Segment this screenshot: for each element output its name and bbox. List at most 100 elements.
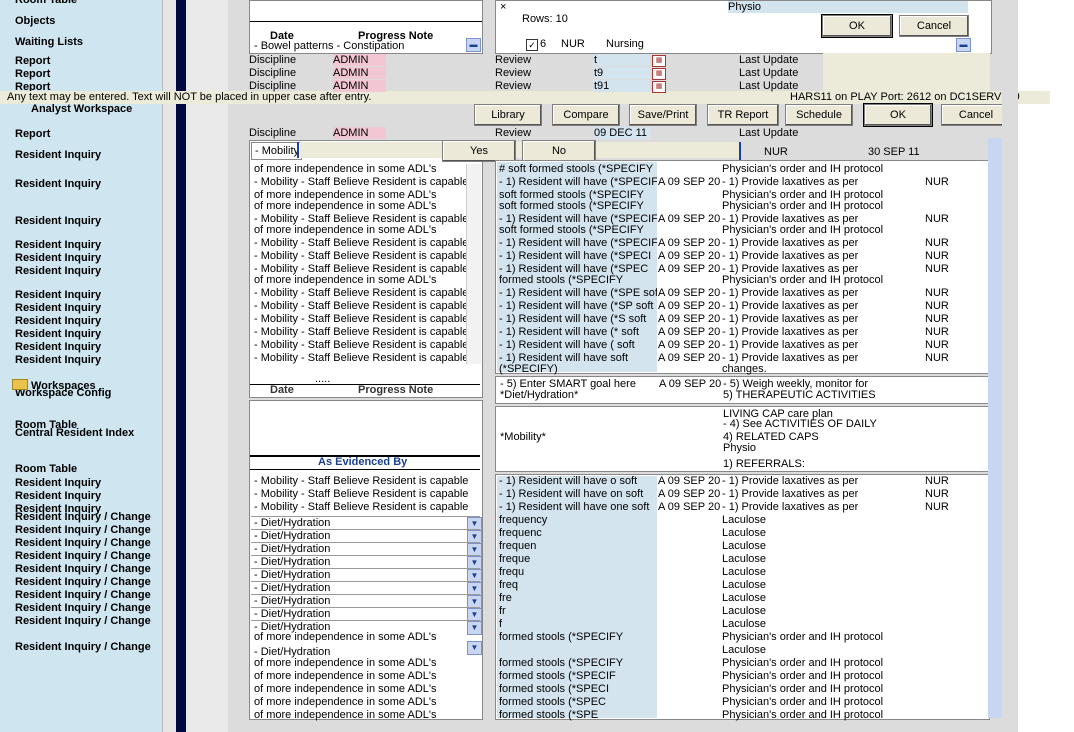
intervention-text[interactable]: - 1) Provide laxatives as per (722, 339, 859, 351)
sidebar-item[interactable]: Resident Inquiry (15, 215, 102, 227)
sidebar-item[interactable]: Room Table (15, 419, 78, 431)
list-item[interactable]: of more independence in some ADL's (254, 163, 437, 175)
goal-text[interactable]: freq (499, 579, 518, 591)
calendar-icon[interactable]: ▦ (652, 55, 666, 67)
sidebar-item[interactable]: Objects (15, 15, 56, 27)
sidebar-item[interactable]: Resident Inquiry (15, 178, 102, 190)
list-item[interactable]: of more independence in some ADL's (254, 224, 437, 236)
toolbar-cancel-button[interactable]: Cancel (941, 104, 1011, 126)
intervention-text[interactable]: Laculose (722, 579, 767, 591)
list-item[interactable]: - Diet/Hydration (254, 646, 331, 658)
list-item[interactable]: - Mobility - Staff Believe Resident is c… (254, 488, 469, 500)
goal-text[interactable]: formed stools (*SPE (499, 709, 599, 721)
intervention-text[interactable]: Physician's order and IH protocol (722, 224, 884, 236)
smart-intervention[interactable]: - 5) Weigh weekly, monitor for (723, 378, 869, 390)
sidebar-item[interactable]: Room Table (15, 463, 78, 475)
sidebar-item[interactable]: Resident Inquiry / Change (15, 589, 151, 601)
list-item[interactable]: of more independence in some ADL's (254, 657, 437, 669)
schedule-button[interactable]: Schedule (785, 104, 853, 126)
sidebar-item[interactable]: Report (15, 55, 51, 67)
toolbar-ok-button[interactable]: OK (863, 103, 933, 127)
sidebar-item[interactable]: Resident Inquiry (15, 477, 102, 489)
tr-report-button[interactable]: TR Report (707, 104, 779, 126)
intervention-text[interactable]: Laculose (722, 540, 767, 552)
goal-text[interactable]: - 1) Resident will have (*SPECI (499, 250, 652, 262)
sidebar-item[interactable]: Report (15, 81, 51, 93)
sidebar-item[interactable]: Workspaces (31, 380, 96, 392)
discipline-value[interactable]: ADMIN (333, 127, 386, 139)
sidebar-item[interactable]: Resident Inquiry (15, 315, 102, 327)
list-item[interactable]: - Mobility - Staff Believe Resident is c… (254, 313, 469, 325)
goal-text[interactable]: formed stools (*SPECI (499, 683, 610, 695)
goal-text[interactable]: - 1) Resident will have (*S soft (499, 313, 647, 325)
list-item[interactable]: - Mobility - Staff Believe Resident is c… (254, 352, 469, 364)
diet-item[interactable]: - Diet/Hydration (254, 582, 331, 594)
intervention-text[interactable]: - 1) Provide laxatives as per (722, 213, 859, 225)
intervention-text[interactable]: Laculose (722, 605, 767, 617)
intervention-text[interactable]: - 1) Provide laxatives as per (722, 475, 859, 487)
intervention-text[interactable]: - 1) Provide laxatives as per (722, 300, 859, 312)
diet-item[interactable]: - Diet/Hydration (254, 569, 331, 581)
intervention-text[interactable]: - 1) Provide laxatives as per (722, 313, 859, 325)
list-item[interactable]: of more independence in some ADL's (254, 709, 437, 721)
goal-text[interactable]: frequenc (499, 527, 542, 539)
goal-text[interactable]: formed stools (*SPEC (499, 696, 606, 708)
list-item[interactable]: - Mobility - Staff Believe Resident is c… (254, 287, 469, 299)
sidebar-item[interactable]: Resident Inquiry (15, 149, 102, 161)
list-item[interactable]: of more independence in some ADL's (254, 683, 437, 695)
intervention-text[interactable]: Physician's order and IH protocol (722, 274, 884, 286)
intervention-text[interactable]: Laculose (722, 553, 767, 565)
scroll-arrow-icon[interactable]: ▬ (466, 38, 481, 52)
discipline-value[interactable]: ADMIN (333, 67, 386, 79)
library-button[interactable]: Library (474, 104, 542, 126)
sidebar-item[interactable]: Resident Inquiry / Change (15, 524, 151, 536)
intervention-text[interactable]: Physician's order and IH protocol (722, 683, 884, 695)
mobility-field[interactable]: - Mobility (251, 142, 302, 160)
discipline-value[interactable]: ADMIN (333, 80, 386, 92)
list-item[interactable]: - Mobility - Staff Believe Resident is c… (254, 339, 469, 351)
mobility-goal[interactable]: *Mobility* (500, 431, 546, 443)
list-item[interactable]: - Mobility - Staff Believe Resident is c… (254, 501, 469, 513)
goal-text[interactable]: - 1) Resident will have (*SPEC (499, 263, 649, 275)
list-item[interactable]: - Mobility - Staff Believe Resident is c… (254, 263, 469, 275)
goal-text[interactable]: - 1) Resident will have soft (499, 352, 628, 364)
calendar-icon[interactable]: ▦ (652, 68, 666, 80)
sidebar-item[interactable]: Central Resident Index (15, 427, 135, 439)
sidebar-item[interactable]: Resident Inquiry (15, 328, 102, 340)
sidebar-item[interactable]: Resident Inquiry / Change (15, 537, 151, 549)
review-date-field[interactable]: t91 (594, 80, 650, 92)
list-scrollbar[interactable] (466, 164, 481, 364)
goal-text[interactable]: formed stools (*SPECIF (499, 670, 616, 682)
goal-text[interactable]: - 1) Resident will have (* soft (499, 326, 639, 338)
list-item[interactable]: - Mobility - Staff Believe Resident is c… (254, 326, 469, 338)
rows-ok-button[interactable]: OK (821, 14, 893, 38)
sidebar-item[interactable]: Analyst Workspace (31, 103, 133, 115)
sidebar-item[interactable]: Room Table (15, 0, 78, 6)
intervention-text[interactable]: - 1) Provide laxatives as per (722, 237, 859, 249)
sidebar-item[interactable]: Resident Inquiry / Change (15, 576, 151, 588)
intervention-text[interactable]: - 1) Provide laxatives as per (722, 263, 859, 275)
goal-text[interactable]: - 1) Resident will have one soft (499, 501, 650, 513)
list-item[interactable]: - Mobility - Staff Believe Resident is c… (254, 237, 469, 249)
intervention-text[interactable]: - 1) Provide laxatives as per (722, 287, 859, 299)
intervention-text[interactable]: Laculose (722, 644, 767, 656)
goal-text[interactable]: - 1) Resident will have (*SPECIFY (499, 176, 657, 188)
diet-item[interactable]: - Diet/Hydration (254, 621, 331, 633)
intervention-text[interactable]: - 1) Provide laxatives as per (722, 176, 859, 188)
goal-text[interactable]: fr (499, 605, 506, 617)
save-print-button[interactable]: Save/Print (629, 104, 697, 126)
diet-item[interactable]: - Diet/Hydration (254, 530, 331, 542)
goal-text[interactable]: - 1) Resident will have (*SPECIFY (499, 213, 657, 225)
list-item[interactable]: - Mobility - Staff Believe Resident is c… (254, 213, 469, 225)
review-date-field[interactable]: t (594, 54, 650, 66)
list-item[interactable]: of more independence in some ADL's (254, 696, 437, 708)
sidebar-item[interactable]: Workspace Config (15, 387, 112, 399)
goal-text[interactable]: - 1) Resident will have (*SP soft (499, 300, 654, 312)
intervention-text[interactable]: Physician's order and IH protocol (722, 200, 884, 212)
sidebar-item[interactable]: Resident Inquiry (15, 341, 102, 353)
goal-text[interactable]: soft formed stools (*SPECIFY (499, 189, 644, 201)
goal-text[interactable]: formed stools (*SPECIFY (499, 657, 624, 669)
yes-button[interactable]: Yes (442, 140, 516, 162)
physio-field[interactable]: Physio (728, 1, 968, 13)
goal-text[interactable]: (*SPECIFY) (499, 363, 558, 375)
